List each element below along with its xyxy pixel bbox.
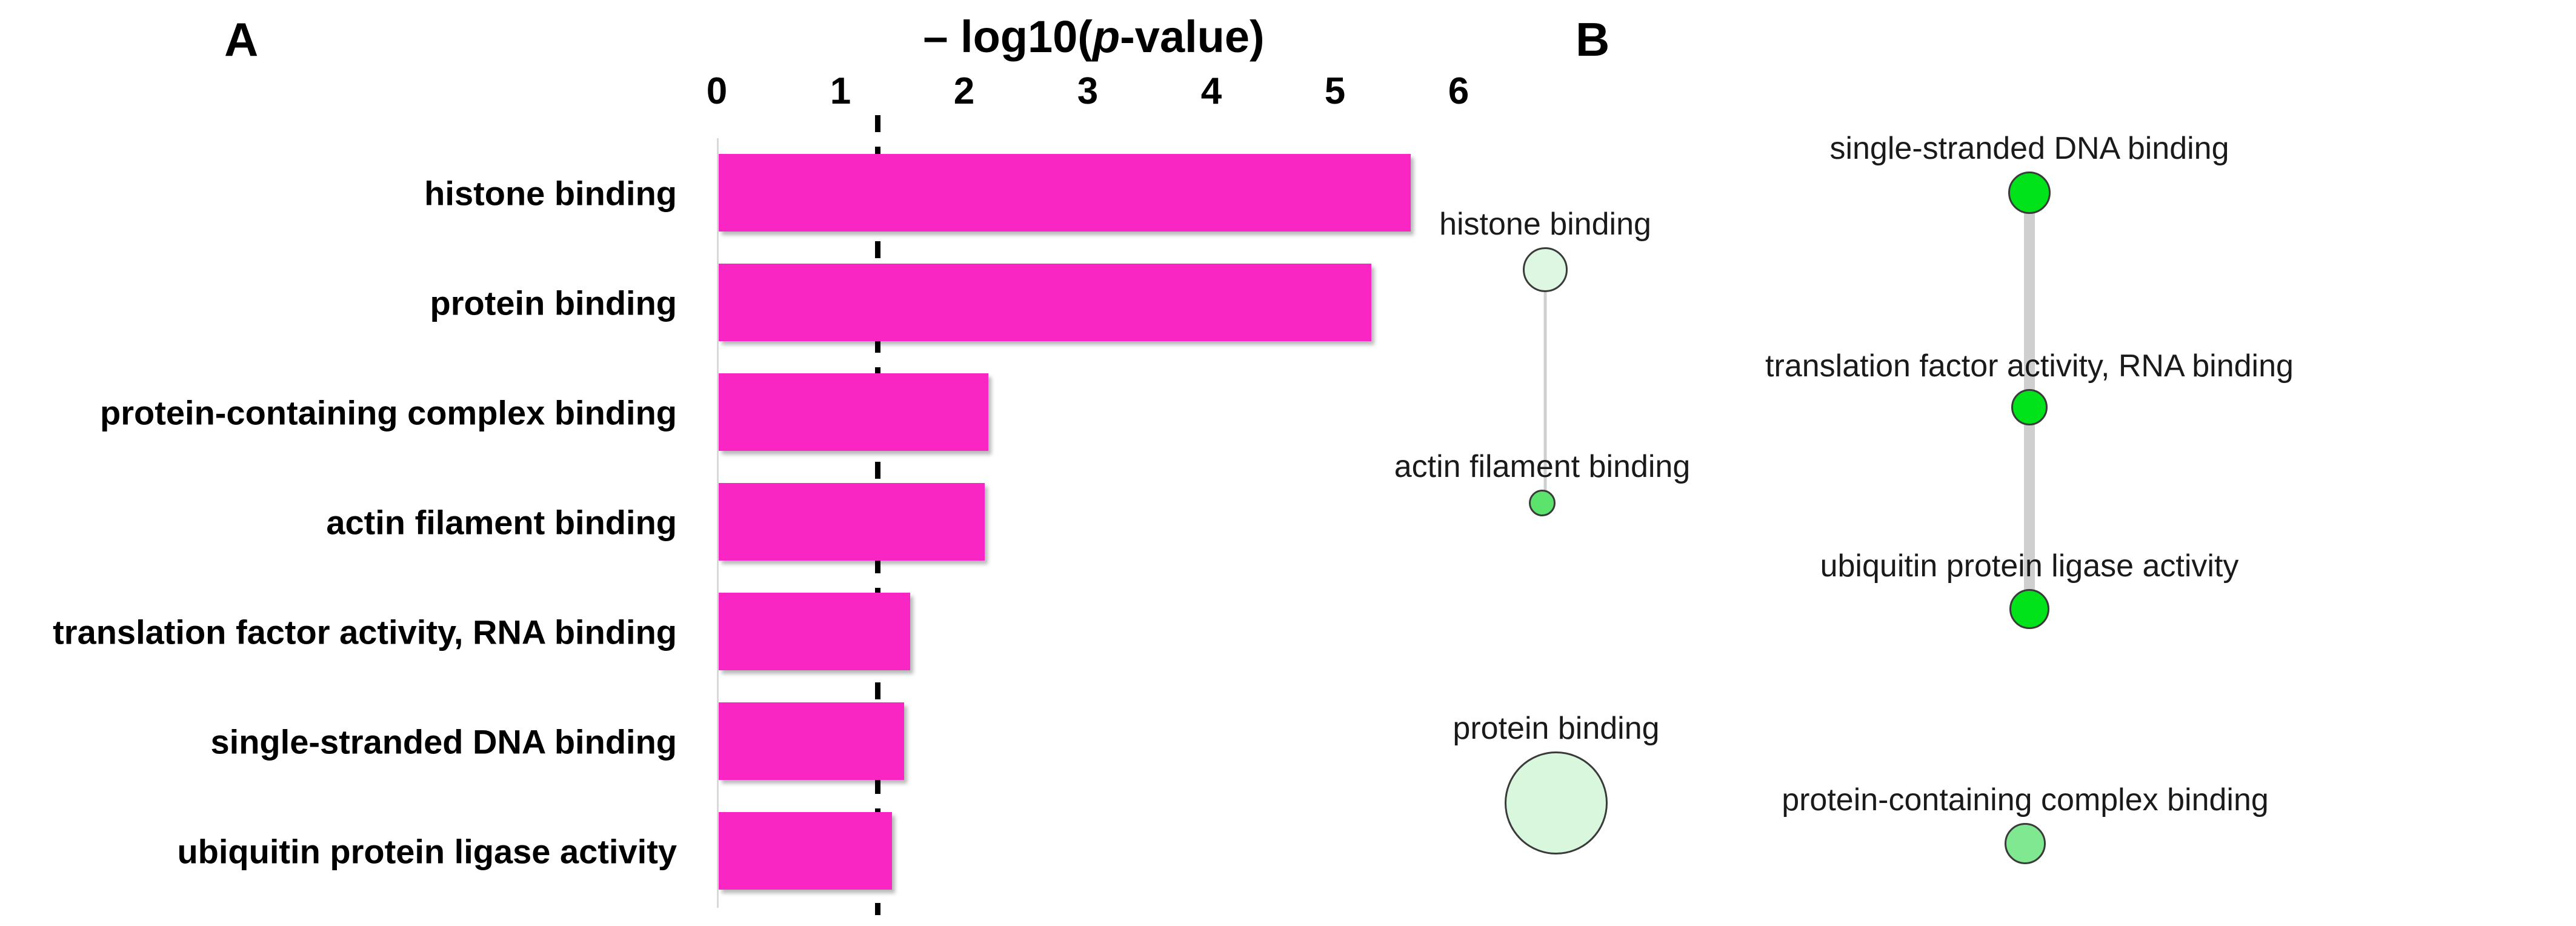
bar bbox=[719, 593, 911, 670]
bar bbox=[719, 483, 985, 561]
panel-a-letter: A bbox=[224, 13, 259, 66]
bar bbox=[719, 702, 904, 780]
network-node-label: protein binding bbox=[1453, 711, 1660, 746]
bar-row: protein-containing complex binding bbox=[0, 358, 1424, 467]
x-axis-tick-0: 0 bbox=[706, 70, 728, 112]
x-axis-tick-5: 5 bbox=[1324, 70, 1346, 112]
y-axis-line bbox=[717, 138, 719, 908]
bar-row: ubiquitin protein ligase activity bbox=[0, 796, 1424, 906]
bar bbox=[719, 154, 1411, 232]
network-node[interactable] bbox=[2009, 589, 2049, 629]
network-node-label: single-stranded DNA binding bbox=[1829, 131, 2229, 166]
network-node-label: ubiquitin protein ligase activity bbox=[1820, 548, 2239, 584]
bar-row: histone binding bbox=[0, 138, 1424, 248]
network-node-label: histone binding bbox=[1439, 207, 1651, 242]
bar-plot-area: histone binding protein binding protein-co… bbox=[0, 115, 1424, 926]
panel-b-letter: B bbox=[1576, 13, 1610, 66]
bar-category-label: translation factor activity, RNA binding bbox=[53, 613, 677, 651]
panel-a-bar-chart: A – log10(p-value) 0 1 2 3 4 5 6 histone bindi… bbox=[0, 12, 1469, 926]
network-node[interactable] bbox=[2011, 389, 2048, 425]
network-node-label: translation factor activity, RNA binding bbox=[1765, 348, 2294, 384]
bar-row: actin filament binding bbox=[0, 467, 1424, 577]
bar-row: translation factor activity, RNA binding bbox=[0, 577, 1424, 687]
x-axis-title-text: – log10(p-value) bbox=[923, 12, 1265, 62]
bar-category-label: protein binding bbox=[430, 284, 677, 322]
bar-category-label: protein-containing complex binding bbox=[100, 393, 677, 431]
x-axis-tick-6: 6 bbox=[1448, 70, 1469, 112]
bar-row: single-stranded DNA binding bbox=[0, 687, 1424, 796]
network-node-label: actin filament binding bbox=[1394, 449, 1691, 484]
x-axis-title: – log10(p-value) bbox=[715, 11, 1473, 62]
bar-category-label: actin filament binding bbox=[326, 503, 677, 541]
network-node[interactable] bbox=[2008, 172, 2051, 214]
x-axis-tick-row: 0 1 2 3 4 5 6 bbox=[0, 70, 1469, 112]
x-axis-tick-3: 3 bbox=[1077, 70, 1099, 112]
network-node[interactable] bbox=[1529, 490, 1556, 516]
bar-category-label: ubiquitin protein ligase activity bbox=[177, 832, 677, 870]
bar-category-label: single-stranded DNA binding bbox=[210, 722, 677, 761]
bar bbox=[719, 373, 988, 451]
network-node-label: protein-containing complex binding bbox=[1782, 782, 2269, 818]
x-axis-tick-4: 4 bbox=[1200, 70, 1222, 112]
bar bbox=[719, 264, 1372, 341]
bar bbox=[719, 812, 892, 890]
panel-b-network: B histone binding actin filament binding p… bbox=[1394, 0, 2576, 926]
network-node[interactable] bbox=[1505, 751, 1608, 854]
x-axis-tick-2: 2 bbox=[953, 70, 975, 112]
bar-row: protein binding bbox=[0, 248, 1424, 358]
bar-category-label: histone binding bbox=[424, 174, 677, 212]
x-axis-tick-1: 1 bbox=[830, 70, 851, 112]
network-edge bbox=[1543, 270, 1547, 503]
network-node[interactable] bbox=[2005, 823, 2046, 864]
network-node[interactable] bbox=[1523, 247, 1568, 292]
